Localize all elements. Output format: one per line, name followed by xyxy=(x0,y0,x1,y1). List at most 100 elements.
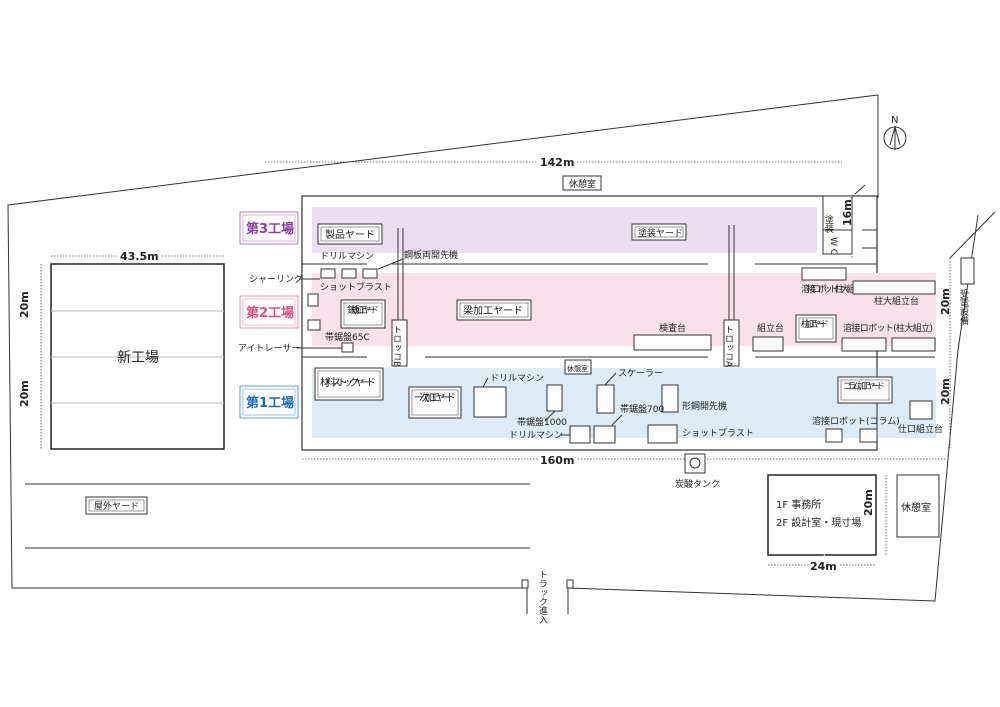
machine-1 xyxy=(320,268,336,279)
map-stroke xyxy=(544,410,556,422)
kyukeishitsu-top-box xyxy=(562,175,602,191)
okugai-yard-label: 屋外ヤード xyxy=(94,500,139,512)
drill-mid-label: ドリルマシン xyxy=(490,374,544,384)
dim-office-20: 20m xyxy=(862,489,875,516)
teppan-yard-box xyxy=(340,299,386,329)
office-2f-label: 2F 設計室・現寸場 xyxy=(776,516,861,529)
tosou-label: 塗装 xyxy=(823,214,834,234)
map-stroke xyxy=(840,379,890,401)
shotblast-top-label: ショットブラスト xyxy=(320,281,392,293)
zairyo-yard-label: 材料ストックヤード xyxy=(320,376,376,389)
kumitatedai-box xyxy=(752,336,784,352)
map-stroke xyxy=(634,226,684,238)
scaler-box xyxy=(596,384,615,414)
map-stroke xyxy=(689,457,701,469)
factory-third-box xyxy=(239,211,299,245)
factory-second-box xyxy=(239,295,299,329)
entry-post-right xyxy=(566,579,574,589)
tosou-yard-label: 塗装ヤード xyxy=(638,227,683,239)
hashira-yard-label: 柱加工ヤード xyxy=(801,318,829,330)
north-arrow: N xyxy=(883,115,907,150)
kouban-label: 鋼板両開先機 xyxy=(404,249,458,261)
dim-shinkojo-bottom: 20m xyxy=(18,380,31,407)
map-stroke xyxy=(242,214,296,242)
hari-yard-box xyxy=(456,299,532,321)
truck-entry-label: トラック進入 xyxy=(537,570,548,624)
tansan-tank-box xyxy=(684,453,706,474)
dim-142: 142m xyxy=(540,156,574,169)
hashira-daikumi-label: 柱大組立台 xyxy=(874,295,919,307)
map-stroke xyxy=(242,388,296,416)
obinoko65-label: 帯鋸盤65C xyxy=(325,331,370,343)
map-stroke xyxy=(317,370,381,398)
itracer-label: アイトレーサー xyxy=(238,343,300,354)
drill-low-box xyxy=(569,425,591,444)
kyukeishitsu-top-label: 休憩室 xyxy=(569,178,596,190)
north-label: N xyxy=(891,115,898,126)
map-stroke xyxy=(411,389,459,416)
map-stroke xyxy=(242,298,296,326)
dim-16: 16m xyxy=(841,199,854,226)
zone-third xyxy=(312,207,817,253)
machine-11 xyxy=(825,428,843,443)
machine-5 xyxy=(307,319,321,331)
map-stroke xyxy=(377,258,404,270)
seihin-yard-box xyxy=(317,223,383,245)
dim-right-lower: 20m xyxy=(939,378,952,405)
machine-6 xyxy=(341,342,354,353)
office-1f-label: 1F 事務所 xyxy=(776,498,821,511)
katakou-label: 形鋼開先機 xyxy=(682,400,727,412)
juden-label: 受電設備 xyxy=(958,288,969,326)
factory-second-label: 第2工場 xyxy=(246,305,294,321)
shinkojo-label: 新工場 xyxy=(117,350,159,366)
column-yard-label: コラム加工ヤード xyxy=(843,381,885,392)
kensadai-label: 検査台 xyxy=(659,322,686,334)
map-stroke xyxy=(611,414,623,426)
machine-7 xyxy=(801,267,847,281)
machine-3 xyxy=(362,268,378,279)
shotblast-low-label: ショットブラスト xyxy=(682,427,754,439)
annex xyxy=(822,195,853,255)
drill-mid-box xyxy=(473,386,507,418)
factory-first-label: 第1工場 xyxy=(246,395,294,411)
trolley-a-box xyxy=(723,319,740,367)
obinoko700-box xyxy=(593,425,616,444)
drill-top-label: ドリルマシン xyxy=(320,252,374,262)
ichiji-yard-box xyxy=(408,386,462,419)
hashira-yard-box xyxy=(795,314,837,343)
tansan-tank-label: 炭酸タンク xyxy=(675,479,720,490)
kyukeishitsu-office-box xyxy=(896,474,940,538)
machine-12 xyxy=(859,428,878,443)
dim-43-5: 43.5m xyxy=(120,250,159,263)
okugai-yard-box xyxy=(85,496,148,515)
kyukeishitsu-office-label: 休憩室 xyxy=(901,501,931,514)
kyukeishitsu-mid-box xyxy=(564,359,592,375)
map-stroke xyxy=(320,226,380,242)
hari-yard-label: 梁加工ヤード xyxy=(463,304,523,317)
map-stroke xyxy=(343,302,383,326)
dim-24: 24m xyxy=(810,560,837,573)
factory-third-label: 第3工場 xyxy=(246,221,294,237)
hashira-daikumi-box xyxy=(852,280,936,295)
yosetsu-hashira-label: 溶接ロボット(柱大組立) xyxy=(801,283,861,295)
machine-2 xyxy=(341,268,357,279)
map-stroke xyxy=(889,125,901,146)
map-stroke xyxy=(482,377,489,388)
entry-post-left xyxy=(521,579,529,589)
trolley-a-label: トロッコA xyxy=(723,325,733,368)
kyukeishitsu-mid-label: 休憩室 xyxy=(567,364,588,373)
obinoko700-label: 帯鋸盤700 xyxy=(620,403,664,415)
seihin-yard-label: 製品ヤード xyxy=(325,228,375,241)
office-building xyxy=(767,474,877,556)
trolley-b-box xyxy=(391,319,408,367)
shearing-label: シャーリング xyxy=(249,273,303,285)
yosetsu-column-label: 溶接ロボット(コラム) xyxy=(812,415,900,427)
teppan-yard-label: 鉄板加工ヤード xyxy=(347,304,379,316)
machine-8 xyxy=(841,337,887,352)
dim-shinkojo-top: 20m xyxy=(18,291,31,318)
column-yard-box xyxy=(837,376,893,404)
site-boundary xyxy=(7,94,996,602)
tosou-yard-box xyxy=(631,223,687,241)
shotblast-low-box xyxy=(647,424,678,444)
